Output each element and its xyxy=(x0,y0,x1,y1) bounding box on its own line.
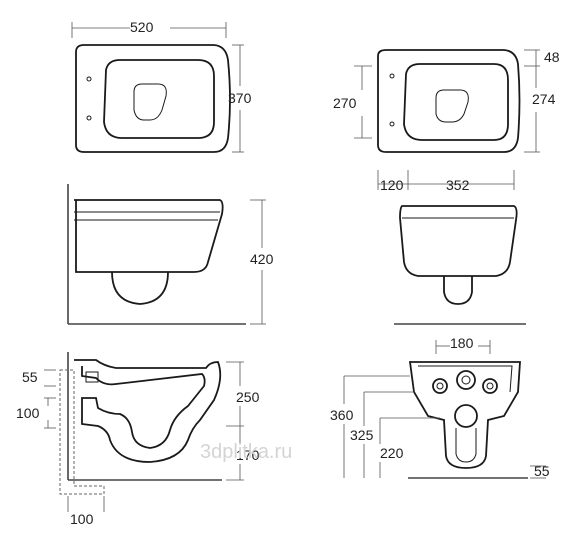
dim-48-label: 48 xyxy=(544,49,560,65)
plan-view-right xyxy=(354,49,540,190)
dim-120-label: 120 xyxy=(380,177,404,193)
dim-170-label: 170 xyxy=(236,447,260,463)
dim-180-label: 180 xyxy=(450,335,474,351)
section-view-left xyxy=(44,352,244,512)
dim-220-label: 220 xyxy=(380,445,404,461)
dim-55-right-label: 55 xyxy=(534,463,550,479)
dim-420-label: 420 xyxy=(250,251,274,267)
dim-352-label: 352 xyxy=(446,177,470,193)
dim-325-label: 325 xyxy=(350,427,374,443)
dim-520-label: 520 xyxy=(130,19,154,35)
dim-360-label: 360 xyxy=(330,407,354,423)
dim-270-label: 270 xyxy=(333,95,357,111)
dim-100-bottom-label: 100 xyxy=(70,511,94,527)
front-elevation-right xyxy=(394,205,526,325)
dim-250-label: 250 xyxy=(236,389,260,405)
dim-370-label: 370 xyxy=(228,90,252,106)
plan-view-left xyxy=(71,22,244,153)
rear-view-right xyxy=(343,340,546,479)
dim-100-left-label: 100 xyxy=(16,405,40,421)
dim-274-label: 274 xyxy=(532,91,556,107)
watermark: 3dplitka.ru xyxy=(200,441,292,463)
dim-55-left-label: 55 xyxy=(22,369,38,385)
side-elevation-left xyxy=(67,184,266,325)
